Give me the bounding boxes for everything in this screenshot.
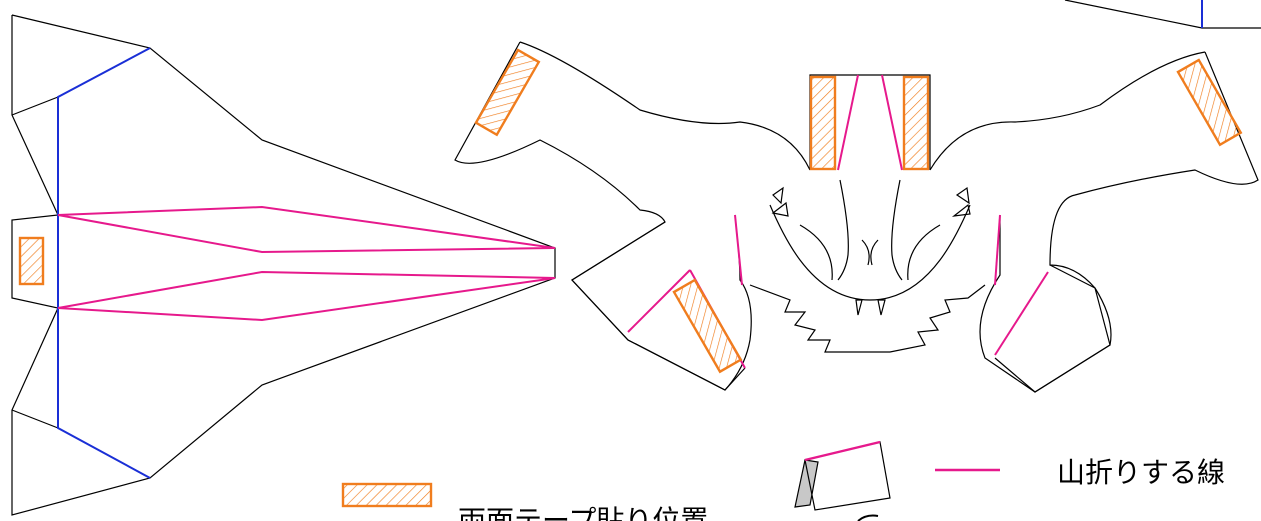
right-flap-outline <box>994 264 1111 393</box>
corner-piece-outline <box>1064 0 1261 29</box>
valley-fold-line-1 <box>57 47 151 479</box>
mountain-fold-illustration <box>794 440 891 511</box>
tape-area-5 <box>1176 58 1243 147</box>
mountain-fold-head-3 <box>734 214 743 286</box>
fold-ridge <box>804 440 881 462</box>
eye-left-top <box>772 186 784 205</box>
fold-shaded-face <box>794 459 819 508</box>
wing-mountain-folds <box>57 205 556 322</box>
fang-right <box>877 299 886 316</box>
jaw-teeth-outline <box>749 284 986 353</box>
wing-valley-folds <box>57 47 151 479</box>
mountain-fold-right-flap <box>994 271 1049 356</box>
cheek-curve-right <box>907 224 941 281</box>
curved-arrow-icon <box>857 514 879 521</box>
tape-area-2 <box>809 75 837 171</box>
mountain-fold-head-4 <box>994 214 1001 286</box>
fold-front-face <box>804 441 891 511</box>
wing-piece-outline <box>11 14 556 516</box>
mountain-fold-legend-label: 山折りする線 <box>1057 456 1225 489</box>
head-piece <box>454 41 1259 393</box>
eye-right-top <box>955 186 970 205</box>
tape-area-3 <box>902 75 930 171</box>
left-flap-outline <box>571 221 746 391</box>
tape-area-4 <box>474 48 541 137</box>
mountain-fold-line-2 <box>57 270 556 322</box>
brow-curve-left <box>837 179 849 281</box>
wing-inner-cut-top <box>11 96 59 116</box>
corner-piece <box>1064 0 1261 29</box>
mountain-fold-head-2 <box>881 74 903 171</box>
mountain-fold-left-flap <box>627 269 691 333</box>
wing-inner-cut-bottom <box>11 409 59 429</box>
cheek-curve-left <box>799 224 833 281</box>
nose-curve-left <box>861 239 870 266</box>
mountain-fold-line-1 <box>57 205 556 254</box>
jaw-outline <box>769 204 971 301</box>
brow-curve-right <box>891 179 903 281</box>
tape-area-1 <box>18 236 45 286</box>
legend: 山折りする線 両面テープ貼り位置 <box>341 440 1225 521</box>
head-left-arm-outline <box>454 41 811 391</box>
mountain-fold-head-1 <box>837 74 859 171</box>
tape-legend-label: 両面テープ貼り位置 <box>458 504 708 521</box>
head-mountain-folds <box>627 74 1049 369</box>
head-right-arm-outline <box>929 51 1259 393</box>
eye-left-bottom <box>771 201 789 217</box>
wing-piece <box>11 14 556 516</box>
eye-right-bottom <box>951 203 971 217</box>
nose-curve-right <box>870 239 879 266</box>
fang-left <box>855 299 863 316</box>
tape-legend-swatch <box>341 482 433 508</box>
tape-area-6 <box>672 278 743 374</box>
head-tape-areas <box>474 48 1243 374</box>
